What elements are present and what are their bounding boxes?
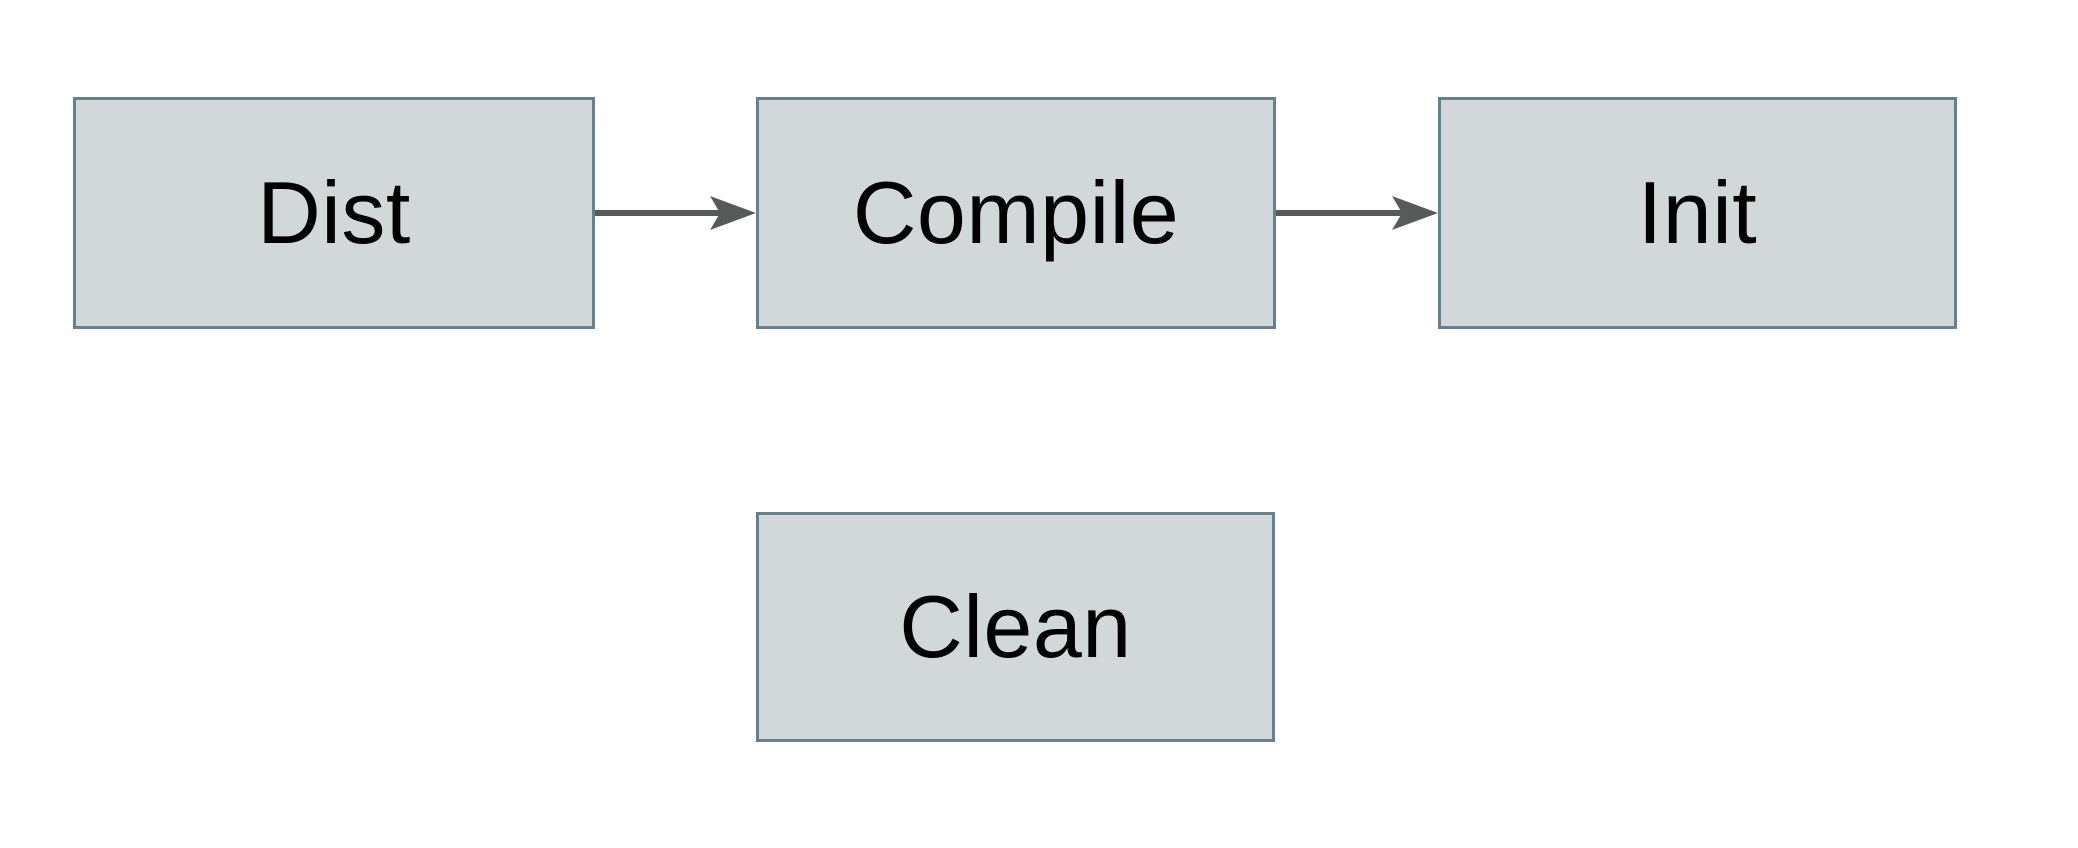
node-clean-label: Clean <box>899 577 1132 676</box>
node-dist[interactable]: Dist <box>73 97 595 329</box>
node-init[interactable]: Init <box>1438 97 1957 329</box>
node-init-label: Init <box>1637 163 1758 262</box>
arrowhead-icon <box>710 196 756 230</box>
node-dist-label: Dist <box>257 163 411 262</box>
arrowhead-icon <box>1392 196 1438 230</box>
node-compile[interactable]: Compile <box>756 97 1276 329</box>
node-clean[interactable]: Clean <box>756 512 1275 742</box>
connector-arrow-compile-to-init <box>1276 196 1438 230</box>
node-compile-label: Compile <box>852 163 1180 262</box>
connector-arrow-dist-to-compile <box>595 196 756 230</box>
